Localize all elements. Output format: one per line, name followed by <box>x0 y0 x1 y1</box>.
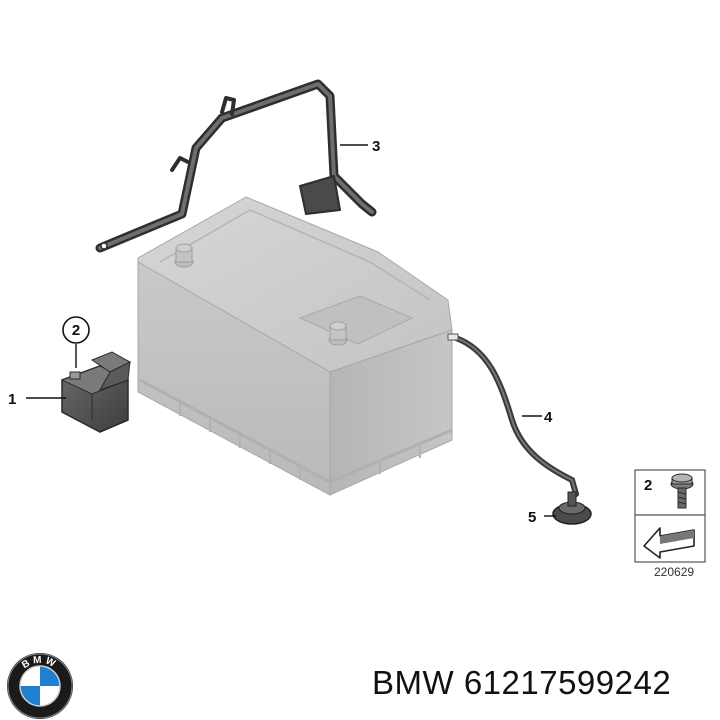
svg-text:BMW: BMW <box>20 655 59 671</box>
legend-part-label: 2 <box>644 477 652 494</box>
logo-lettering: BMW <box>20 655 56 671</box>
callout-1: 1 <box>8 391 16 408</box>
screw-icon <box>670 473 694 509</box>
hold-down-clamp <box>60 351 132 433</box>
cable-grommet <box>552 491 592 525</box>
callout-leaders <box>26 144 556 517</box>
callout-2: 2 <box>72 322 80 339</box>
direction-arrow-icon <box>643 527 695 559</box>
battery <box>137 196 453 496</box>
fastener-legend: 2 <box>634 469 706 563</box>
battery-holder-bracket <box>95 79 377 253</box>
drawing-reference-number: 220629 <box>654 565 694 579</box>
callout-5: 5 <box>528 509 536 526</box>
part-number-caption: BMW 61217599242 <box>372 664 672 701</box>
callout-2-badge: 2 <box>62 316 90 344</box>
callout-3: 3 <box>372 138 380 155</box>
bmw-logo-icon: BMW <box>7 653 73 719</box>
ground-cable <box>447 333 579 497</box>
callout-4: 4 <box>544 409 553 426</box>
